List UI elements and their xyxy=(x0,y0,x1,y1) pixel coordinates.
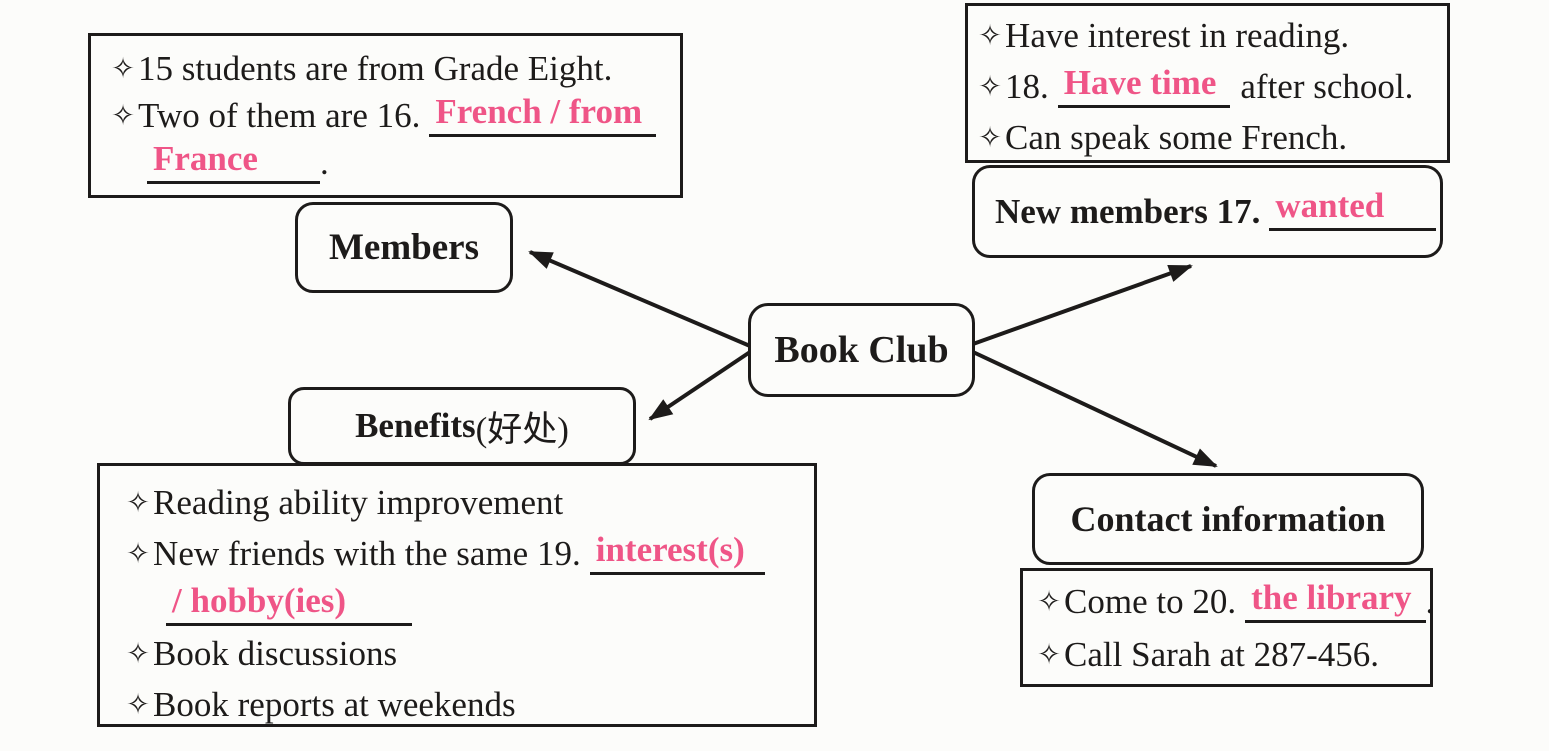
arrow-bookclub-to-contact xyxy=(972,350,1218,468)
members-detail-line-3: France. xyxy=(111,140,674,186)
benefits-node-label: Benefits xyxy=(355,406,476,445)
answer-19-text-part1: interest(s) xyxy=(595,530,745,569)
members-node: Members xyxy=(295,202,513,293)
contact-detail-text-1: Come to 20. xyxy=(1064,582,1237,621)
contact-info-label: Contact information xyxy=(1070,499,1386,539)
answer-17-blank: wanted xyxy=(1269,188,1437,231)
benefits-detail-text-4: Book reports at weekends xyxy=(153,685,516,724)
answer-18-blank: Have time xyxy=(1057,65,1231,108)
contact-detail-line-1: ✧Come to 20. the library. xyxy=(1037,576,1434,629)
answer-18-text: Have time xyxy=(1063,63,1217,102)
benefits-detail-text-1: Reading ability improvement xyxy=(153,483,564,522)
contact-detail-line-2: ✧Call Sarah at 287-456. xyxy=(1037,629,1426,682)
book-club-node: Book Club xyxy=(748,303,975,397)
diamond-bullet-icon: ✧ xyxy=(1037,584,1062,618)
diamond-bullet-icon: ✧ xyxy=(126,536,151,570)
diamond-bullet-icon: ✧ xyxy=(126,636,151,670)
arrow-bookclub-to-benefits xyxy=(648,350,752,421)
diamond-bullet-icon: ✧ xyxy=(126,687,151,721)
contact-detail-text-2: Call Sarah at 287-456. xyxy=(1064,635,1379,674)
diamond-bullet-icon: ✧ xyxy=(978,18,1003,52)
new-members-label: New members 17. xyxy=(995,191,1261,231)
answer-19-blank: interest(s) xyxy=(589,532,765,575)
members-detail-line-2: ✧Two of them are 16. French / from xyxy=(111,93,674,140)
members-detail-box: ✧15 students are from Grade Eight. ✧Two … xyxy=(88,33,683,198)
answer-19-blank-continued: / hobby(ies) xyxy=(166,583,413,626)
answer-20-text: the library xyxy=(1251,578,1412,617)
answer-16-blank: French / from xyxy=(429,94,657,137)
recruitment-detail-line-3: ✧Can speak some French. xyxy=(978,113,1443,164)
benefits-detail-line-2: ✧New friends with the same 19. interest(s… xyxy=(126,529,808,580)
answer-19-text-part2: / hobby(ies) xyxy=(172,581,347,620)
members-detail-period: . xyxy=(319,143,329,182)
answer-16-blank-continued: France xyxy=(147,141,320,184)
answer-17-text: wanted xyxy=(1275,186,1385,225)
recruitment-detail-line-2: ✧18. Have time after school. xyxy=(978,62,1443,113)
recruitment-detail-text-1: Have interest in reading. xyxy=(1005,16,1350,55)
diamond-bullet-icon: ✧ xyxy=(978,69,1003,103)
members-detail-line-1: ✧15 students are from Grade Eight. xyxy=(111,46,674,93)
benefits-detail-line-1: ✧Reading ability improvement xyxy=(126,478,808,529)
answer-16-text-part2: France xyxy=(153,139,258,178)
new-members-node: New members 17. wanted xyxy=(972,165,1443,258)
contact-detail-box: ✧Come to 20. the library. ✧Call Sarah at … xyxy=(1020,568,1434,687)
benefits-node-label-chinese: (好处) xyxy=(475,409,569,449)
diamond-bullet-icon: ✧ xyxy=(111,98,136,132)
members-node-label: Members xyxy=(329,227,479,268)
contact-detail-period: . xyxy=(1425,582,1435,621)
recruitment-detail-box: ✧Have interest in reading. ✧18.Have time… xyxy=(965,3,1450,163)
diamond-bullet-icon: ✧ xyxy=(111,51,136,85)
benefits-detail-box: ✧Reading ability improvement ✧New friend… xyxy=(97,463,817,727)
answer-16-text-part1: French / from xyxy=(435,92,643,131)
recruitment-detail-text-3: Can speak some French. xyxy=(1005,118,1348,157)
benefits-detail-text-2: New friends with the same 19. xyxy=(153,534,581,573)
answer-20-blank: the library xyxy=(1245,580,1426,623)
recruitment-detail-text-2: 18. xyxy=(1005,67,1049,106)
benefits-detail-line-4: ✧Book discussions xyxy=(126,629,808,680)
members-detail-text-1: 15 students are from Grade Eight. xyxy=(138,49,613,88)
recruitment-detail-line-1: ✧Have interest in reading. xyxy=(978,11,1443,62)
members-detail-text-2: Two of them are 16. xyxy=(138,96,421,135)
contact-info-node: Contact information xyxy=(1032,473,1424,565)
diamond-bullet-icon: ✧ xyxy=(978,120,1003,154)
arrow-bookclub-to-new-members xyxy=(972,264,1193,346)
arrow-bookclub-to-members xyxy=(528,250,751,348)
benefits-detail-line-5: ✧Book reports at weekends xyxy=(126,680,808,731)
benefits-detail-text-3: Book discussions xyxy=(153,634,398,673)
benefits-detail-line-3: / hobby(ies) xyxy=(126,580,808,629)
benefits-node: Benefits(好处) xyxy=(288,387,636,465)
recruitment-detail-text-2-suffix: after school. xyxy=(1240,67,1414,106)
diamond-bullet-icon: ✧ xyxy=(1037,637,1062,671)
diamond-bullet-icon: ✧ xyxy=(126,485,151,519)
book-club-label: Book Club xyxy=(774,329,949,371)
